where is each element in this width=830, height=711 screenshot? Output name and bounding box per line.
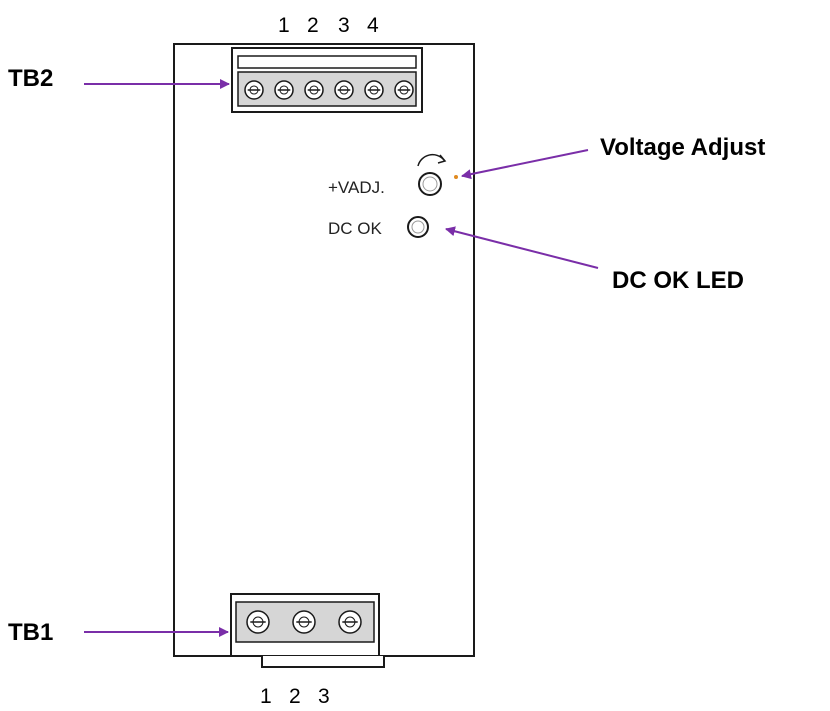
tb2-terminal-block — [231, 47, 423, 113]
terminal-screw-icon — [244, 80, 264, 100]
tb1-pin-number: 1 — [260, 685, 272, 708]
din-rail-clip — [261, 656, 385, 668]
terminal-screw-icon — [292, 610, 316, 634]
terminal-screw-icon — [274, 80, 294, 100]
dc-ok-led-arrow — [445, 226, 599, 269]
terminal-screw-icon — [334, 80, 354, 100]
terminal-screw-icon — [394, 80, 414, 100]
tb1-pin-numbers: 1 2 3 — [260, 685, 330, 708]
tb1-pin-number: 2 — [289, 685, 301, 708]
tb2-label: TB2 — [8, 65, 53, 92]
voltage-adjust-knob-icon[interactable] — [417, 153, 458, 196]
dc-ok-label: DC OK — [328, 219, 383, 238]
terminal-screw-icon — [364, 80, 384, 100]
device-body — [173, 43, 475, 657]
tb2-pin-number: 3 — [338, 14, 350, 37]
tb1-label: TB1 — [8, 619, 53, 646]
tb2-pin-number: 2 — [307, 14, 319, 37]
tb1-terminal-block — [230, 593, 380, 657]
dc-ok-led-icon — [407, 216, 429, 238]
vadj-label: +VADJ. — [328, 178, 385, 197]
terminal-screw-icon — [304, 80, 324, 100]
voltage-adjust-label: Voltage Adjust — [600, 134, 765, 161]
tb2-pin-numbers: 1 2 3 4 — [278, 14, 379, 37]
terminal-screw-icon — [338, 610, 362, 634]
voltage-adjust-arrow — [461, 149, 589, 180]
tb2-pin-number: 4 — [367, 14, 379, 37]
terminal-screw-icon — [246, 610, 270, 634]
tb2-pin-number: 1 — [278, 14, 290, 37]
tb1-pin-number: 3 — [318, 685, 330, 708]
dc-ok-led-label: DC OK LED — [612, 267, 744, 294]
